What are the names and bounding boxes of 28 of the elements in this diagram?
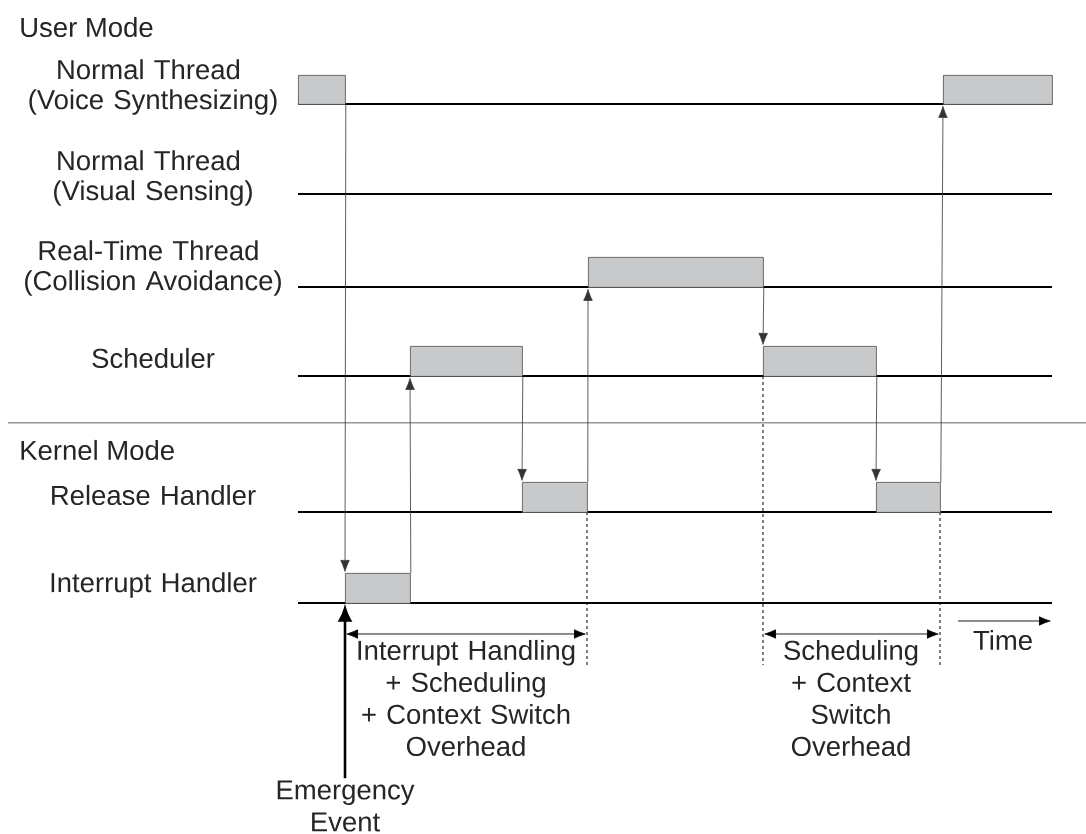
arrow [517, 376, 527, 481]
mode-heading: User Mode [21, 16, 153, 38]
arrow [938, 106, 948, 483]
execution-bar [345, 573, 411, 604]
arrow [338, 607, 352, 779]
lane-label: Release Handler [52, 484, 256, 506]
event-label: Emergency Event [277, 780, 415, 832]
execution-bar [588, 257, 764, 288]
dimension-label: Scheduling + Context Switch Overhead [784, 639, 918, 757]
lane-label: Scheduler [92, 347, 215, 369]
arrow [758, 287, 768, 345]
execution-bar [522, 482, 588, 513]
lane-label: Interrupt Handler [51, 572, 257, 598]
lane-label: Normal Thread (Visual Sensing) [54, 150, 252, 206]
execution-bar [943, 75, 1053, 105]
dimension-label: Interrupt Handling + Scheduling + Context Switch Overhead [358, 639, 575, 757]
execution-bar [298, 75, 346, 105]
mode-heading: Kernel Mode [21, 439, 174, 461]
arrow [405, 378, 415, 574]
lane-label: Real-Time Thread (Collision Avoidance) [25, 240, 281, 296]
time-label: Time [973, 629, 1032, 651]
lane-label: Normal Thread (Voice Synthesizing) [29, 59, 277, 115]
execution-bar [763, 346, 877, 377]
arrow [340, 104, 350, 572]
arrow [583, 289, 593, 483]
execution-bar [876, 482, 941, 513]
execution-bar [410, 346, 523, 377]
arrow [871, 376, 881, 481]
